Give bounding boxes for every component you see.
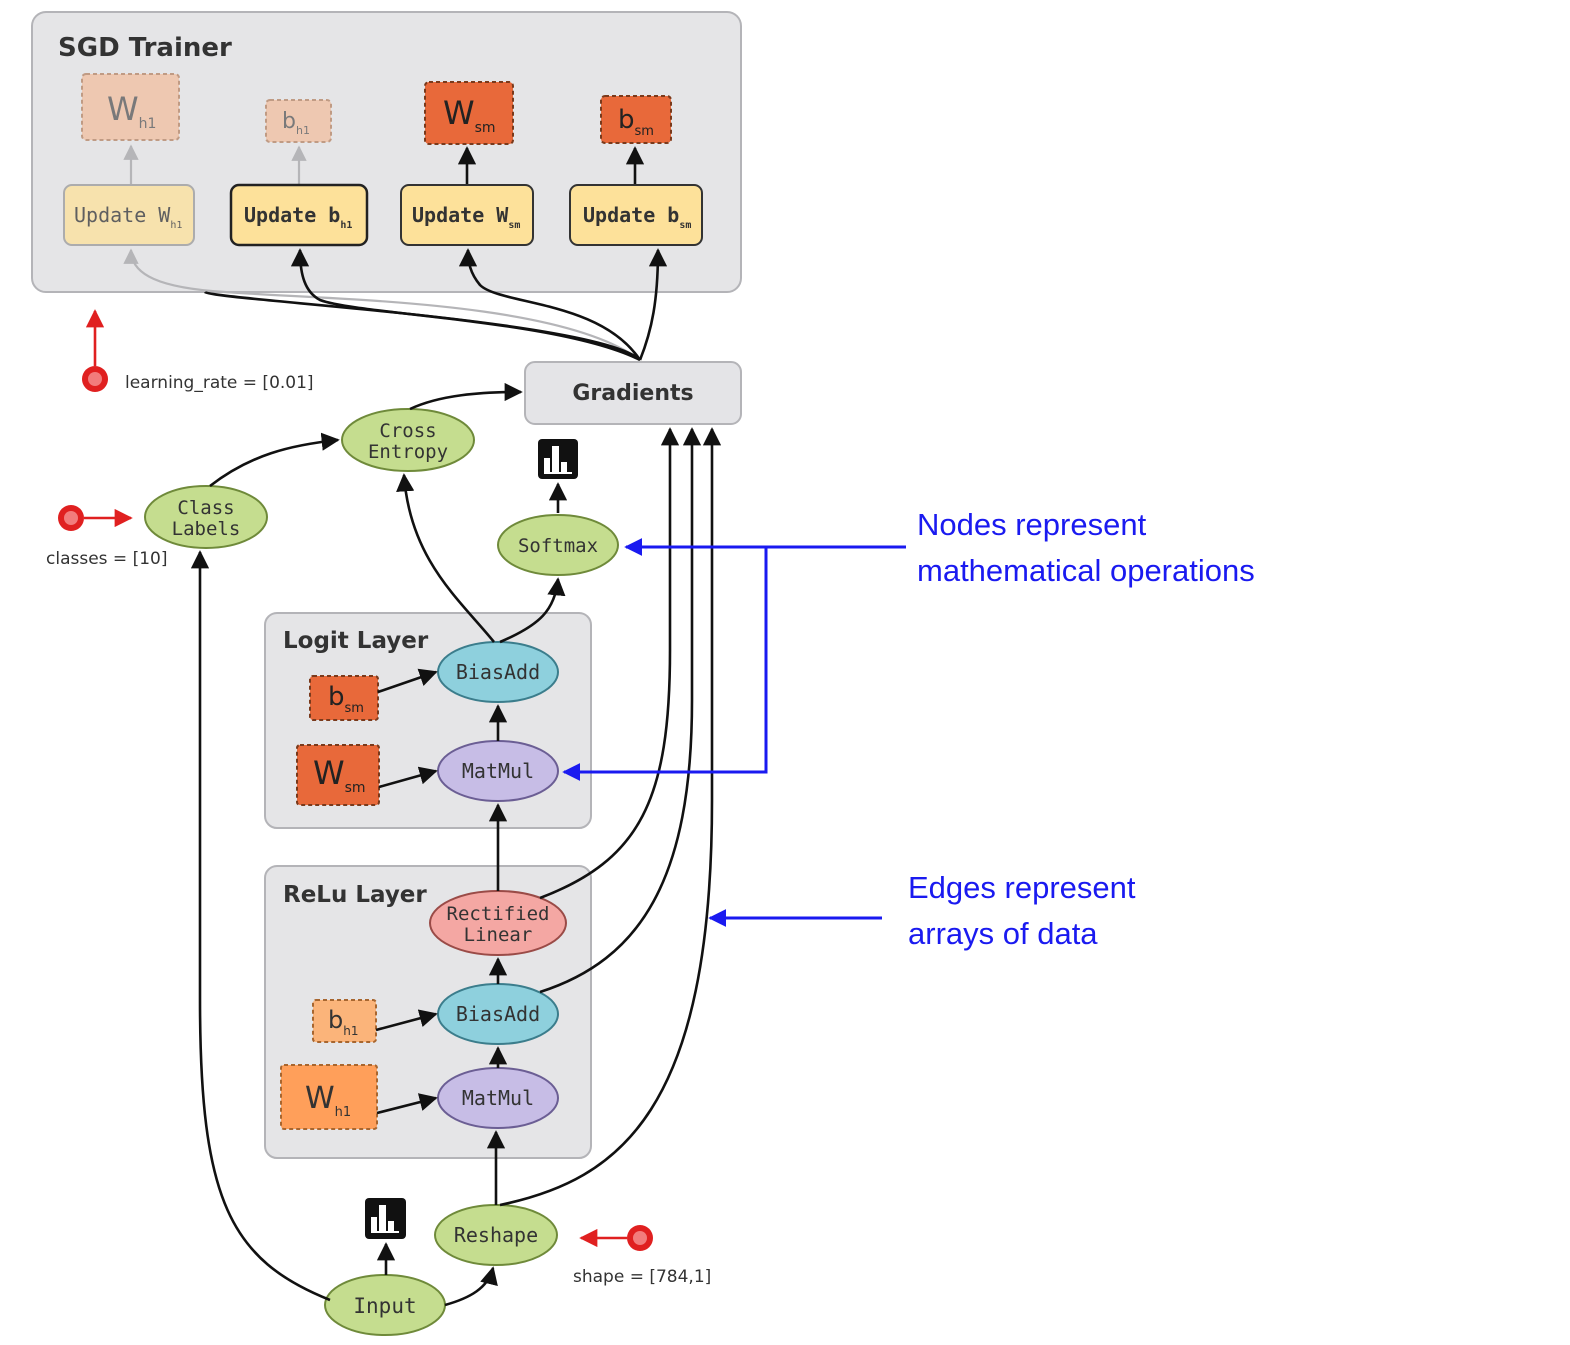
update-b-h1-node[interactable]: Update bh1 [229, 183, 369, 247]
nodes-annotation-line2: mathematical operations [917, 553, 1255, 588]
classes-constant[interactable]: classes = [10] [46, 505, 167, 569]
sgd-trainer-title: SGD Trainer [58, 33, 232, 63]
shape-label: shape = [784,1] [573, 1267, 711, 1287]
svg-text:Input: Input [353, 1294, 416, 1318]
svg-text:Update bsm: Update bsm [583, 203, 691, 231]
svg-text:Update Wh1: Update Wh1 [74, 203, 182, 231]
svg-text:Class: Class [177, 497, 234, 519]
update-w-sm-node[interactable]: Update Wsm [400, 184, 534, 246]
relu-var-b-h1[interactable]: bh1 [312, 999, 377, 1043]
svg-text:Wh1: Wh1 [107, 90, 156, 132]
reshape-node[interactable]: Reshape [434, 1204, 558, 1266]
edge-gradients-update-w-sm [458, 248, 642, 361]
svg-text:Entropy: Entropy [368, 441, 448, 463]
logit-biasadd-node[interactable]: BiasAdd [437, 641, 559, 703]
logit-matmul-node[interactable]: MatMul [437, 740, 559, 802]
svg-text:BiasAdd: BiasAdd [456, 660, 540, 684]
summary-chart-icon-input[interactable] [365, 1198, 406, 1239]
svg-text:bsm: bsm [618, 105, 654, 139]
svg-text:bsm: bsm [328, 682, 364, 716]
input-node[interactable]: Input [324, 1274, 446, 1336]
edge-biasadd-cross-entropy [396, 473, 496, 643]
update-w-h1-node[interactable]: Update Wh1 [63, 184, 195, 246]
logit-layer-title: Logit Layer [283, 628, 429, 654]
edge-class-labels-cross-entropy [209, 432, 340, 488]
sgd-var-w-sm[interactable]: Wsm [424, 81, 514, 145]
edge-relu-gradients [539, 427, 680, 900]
nodes-annotation-line1: Nodes represent [917, 507, 1147, 542]
svg-text:Update bh1: Update bh1 [244, 203, 352, 231]
edge-biasadd-gradients [539, 427, 702, 994]
svg-text:Labels: Labels [172, 518, 241, 540]
summary-chart-icon-softmax[interactable] [538, 439, 578, 479]
edge-input-class-labels [190, 550, 331, 1302]
svg-text:Softmax: Softmax [518, 535, 598, 557]
svg-text:Update Wsm: Update Wsm [412, 203, 520, 231]
svg-text:Cross: Cross [379, 420, 436, 442]
svg-text:bh1: bh1 [282, 109, 310, 137]
relu-layer-title: ReLu Layer [283, 882, 427, 908]
classes-label: classes = [10] [46, 549, 167, 569]
gradients-node[interactable]: Gradients [524, 361, 742, 425]
edge-gradients-update-w-h1 [123, 248, 641, 361]
svg-text:BiasAdd: BiasAdd [456, 1002, 540, 1026]
edges-annotation: Edges represent arrays of data [708, 870, 1136, 951]
logit-var-w-sm[interactable]: Wsm [296, 744, 380, 806]
sgd-var-w-h1[interactable]: Wh1 [81, 73, 180, 141]
nodes-annotation: Nodes represent mathematical operations [562, 507, 1255, 781]
svg-text:MatMul: MatMul [462, 759, 534, 783]
softmax-node[interactable]: Softmax [497, 514, 619, 576]
sgd-trainer-group: SGD Trainer [31, 11, 742, 293]
edge-bh1-biasadd [375, 1009, 438, 1032]
svg-text:MatMul: MatMul [462, 1086, 534, 1110]
svg-text:bh1: bh1 [328, 1006, 358, 1038]
edge-wsm-matmul [378, 766, 438, 789]
update-b-sm-node[interactable]: Update bsm [569, 184, 703, 246]
relu-matmul-node[interactable]: MatMul [437, 1067, 559, 1129]
svg-text:Wsm: Wsm [443, 94, 496, 136]
sgd-var-b-sm[interactable]: bsm [600, 95, 672, 144]
edges-annotation-line2: arrays of data [908, 916, 1098, 951]
edge-biasadd-softmax [499, 577, 566, 644]
svg-text:Rectified: Rectified [447, 903, 550, 925]
edge-gradients-update-b-sm [638, 248, 668, 361]
relu-var-w-h1[interactable]: Wh1 [280, 1064, 378, 1130]
svg-text:Reshape: Reshape [454, 1223, 538, 1247]
edge-wh1-matmul [376, 1093, 438, 1115]
svg-text:Wh1: Wh1 [305, 1081, 351, 1120]
edges-annotation-line1: Edges represent [908, 870, 1136, 905]
edge-gradients-trainer [203, 290, 641, 361]
rectified-linear-node[interactable]: Rectified Linear [429, 890, 567, 956]
edge-bsm-biasadd [377, 668, 438, 694]
edge-input-reshape [444, 1266, 498, 1307]
sgd-var-b-h1[interactable]: bh1 [265, 99, 332, 143]
edge-cross-entropy-gradients [409, 382, 523, 411]
svg-text:Linear: Linear [464, 924, 533, 946]
svg-text:Wsm: Wsm [313, 754, 366, 796]
shape-constant[interactable]: shape = [784,1] [573, 1225, 711, 1287]
learning-rate-label: learning_rate = [0.01] [125, 373, 314, 393]
relu-biasadd-node[interactable]: BiasAdd [437, 983, 559, 1045]
logit-var-b-sm[interactable]: bsm [309, 675, 379, 721]
learning-rate-constant[interactable]: learning_rate = [0.01] [82, 309, 314, 393]
cross-entropy-node[interactable]: Cross Entropy [341, 408, 475, 472]
svg-text:Gradients: Gradients [572, 381, 693, 406]
class-labels-node[interactable]: Class Labels [144, 485, 268, 549]
edge-reshape-gradients [499, 427, 722, 1207]
